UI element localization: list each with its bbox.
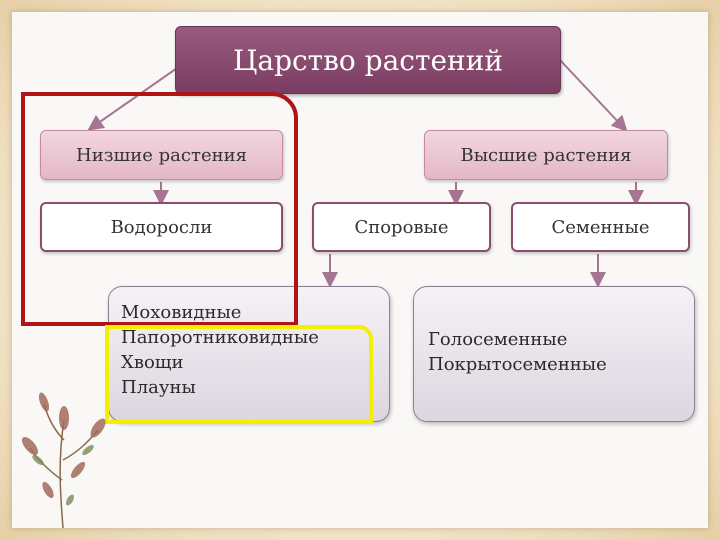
- higher-plants-label: Высшие растения: [460, 144, 632, 166]
- lower-plants-label: Низшие растения: [76, 144, 247, 166]
- spore-plants-label: Споровые: [354, 216, 449, 238]
- list-item: Хвощи: [121, 352, 184, 373]
- title-box: Царство растений: [175, 26, 561, 94]
- list-item: Покрытосеменные: [428, 354, 607, 375]
- list-item: Голосеменные: [428, 329, 568, 350]
- list-item: Моховидные: [121, 302, 242, 323]
- arrow-title-to-lower: [87, 65, 181, 131]
- title-text: Царство растений: [232, 43, 504, 77]
- seed-plants-label: Семенные: [551, 216, 650, 238]
- higher-plants-box: Высшие растения: [424, 130, 668, 180]
- algae-label: Водоросли: [110, 216, 213, 238]
- algae-box: Водоросли: [40, 202, 283, 252]
- spore-plants-box: Споровые: [312, 202, 491, 252]
- list-item: Папоротниковидные: [121, 327, 319, 348]
- seed-plants-list: Голосеменные Покрытосеменные: [413, 286, 695, 422]
- arrow-title-to-higher: [559, 59, 628, 132]
- seed-plants-box: Семенные: [511, 202, 690, 252]
- plant-illustration-icon: [21, 392, 106, 529]
- lower-plants-highlight: [21, 92, 298, 326]
- spore-list-highlight: [105, 325, 373, 424]
- list-item: Плауны: [121, 377, 196, 398]
- lower-plants-box: Низшие растения: [40, 130, 283, 180]
- slide-canvas: [12, 12, 708, 528]
